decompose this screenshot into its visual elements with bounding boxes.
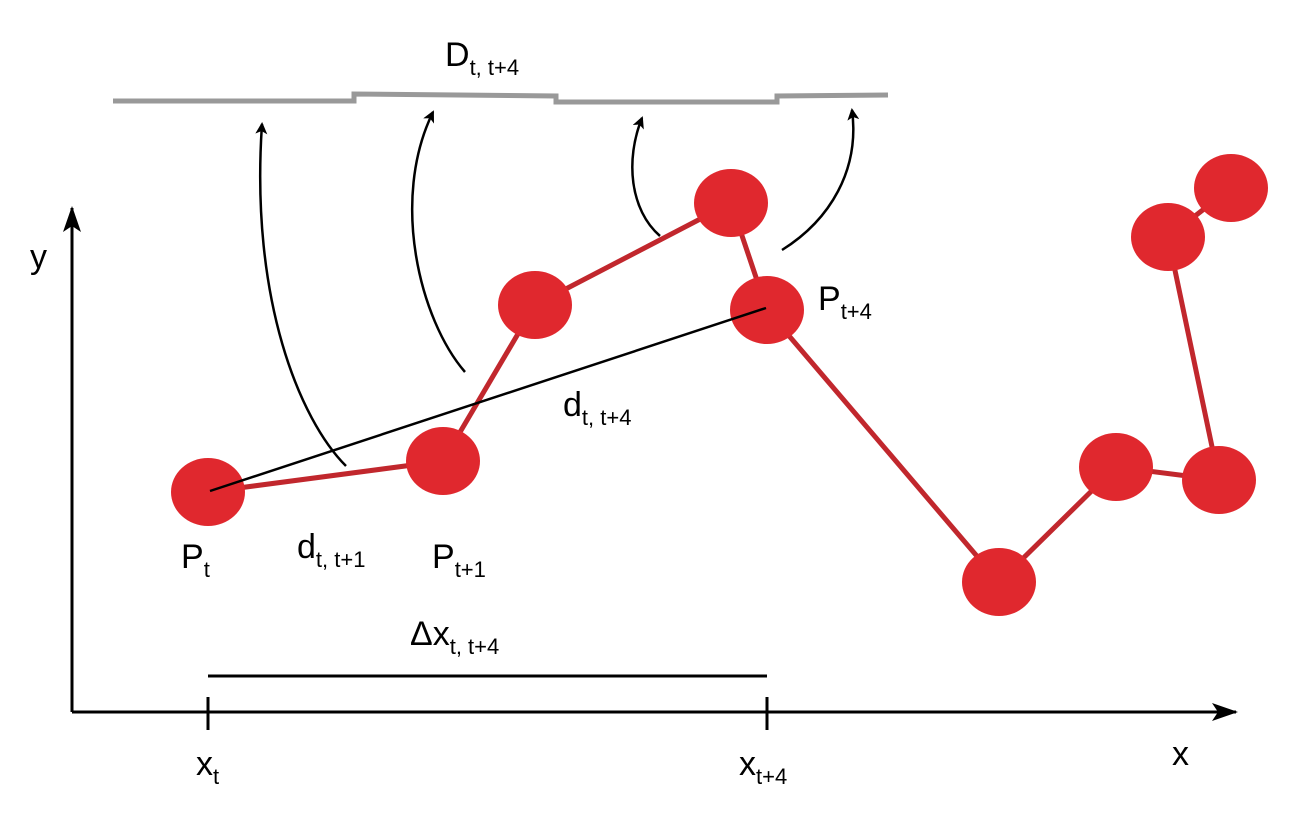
net-displacement-line — [209, 306, 767, 493]
transfer-arrow-3 — [631, 116, 661, 237]
point-p-t6 — [1079, 433, 1153, 501]
x-t-label: xt — [196, 745, 219, 789]
point-p-t2 — [498, 271, 572, 339]
cumulative-distance-path — [113, 91, 889, 105]
point-p-t1 — [406, 427, 480, 495]
point-p-t1-label: Pt+1 — [432, 538, 486, 582]
point-p-t8 — [1131, 203, 1205, 271]
trajectory-segments — [207, 186, 1233, 584]
point-p-t5 — [962, 548, 1036, 616]
cumulative-distance-label: Dt, t+4 — [445, 36, 519, 80]
transfer-arrow-2 — [410, 110, 466, 373]
point-p-t4 — [730, 276, 804, 344]
point-p-t — [171, 458, 245, 526]
trajectory-nodes — [171, 154, 1268, 616]
point-p-t4-label: Pt+4 — [818, 280, 872, 324]
transfer-arrow-4 — [781, 108, 860, 252]
point-p-t-label: Pt — [181, 538, 210, 582]
transfer-arrow-1 — [255, 122, 347, 467]
x-axis-label: x — [1172, 735, 1189, 773]
y-axis-label: y — [30, 238, 47, 276]
point-p-t9 — [1194, 154, 1268, 222]
step-distance-label: dt, t+1 — [297, 528, 365, 572]
point-p-t3 — [694, 169, 768, 237]
net-distance-label: dt, t+4 — [563, 386, 631, 430]
delta-x-label: Δxt, t+4 — [410, 615, 499, 659]
point-p-t7 — [1182, 446, 1256, 514]
x-t4-label: xt+4 — [739, 745, 787, 789]
